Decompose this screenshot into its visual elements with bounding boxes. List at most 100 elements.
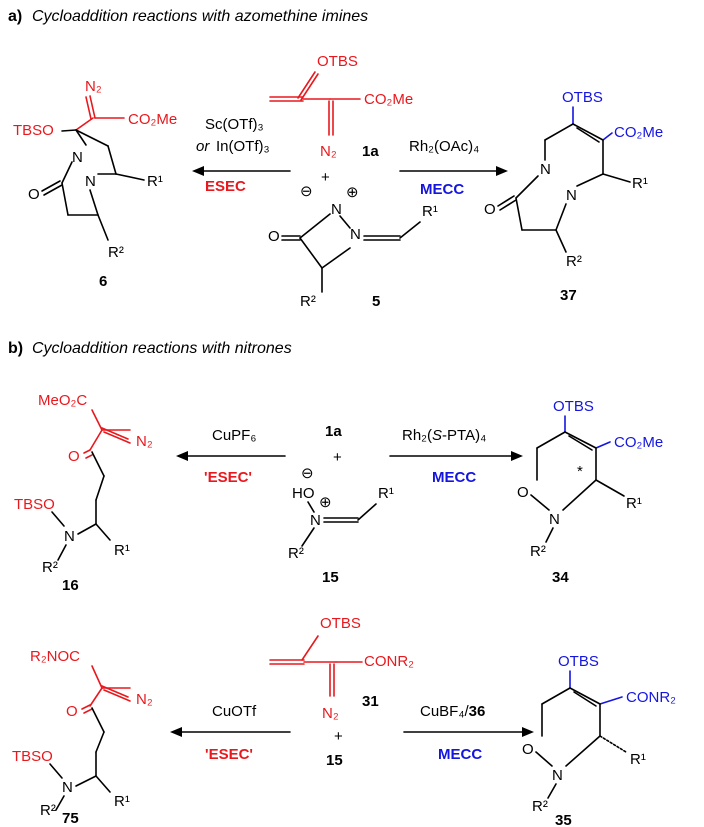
- arrow-esec-a: Sc(OTf)₃ or In(OTf)₃ ESEC: [192, 116, 291, 195]
- product-6-ester: CO₂Me: [128, 111, 177, 128]
- mecc-a-tag: MECC: [420, 181, 464, 198]
- esec-a-or: or: [196, 138, 210, 155]
- product-75-amide: R₂NOC: [30, 648, 80, 665]
- product-16-label: 16: [62, 577, 79, 594]
- row1-nitrone-plus: ⊕: [319, 494, 332, 511]
- dipole-o: O: [268, 228, 280, 245]
- product-16-tbso: TBSO: [14, 496, 55, 513]
- section-a-title: Cycloaddition reactions with azomethine …: [32, 8, 368, 25]
- product-6-r1: R¹: [147, 173, 163, 190]
- mecc-a-catalyst: Rh₂(OAc)₄: [409, 138, 479, 155]
- product-34-ester: CO₂Me: [614, 434, 663, 451]
- mecc-b1-tag: MECC: [432, 469, 476, 486]
- esec-b1-catalyst: CuPF₆: [212, 427, 256, 444]
- arrow-mecc-a: Rh₂(OAc)₄ MECC: [399, 138, 508, 198]
- section-a-header: a) Cycloaddition reactions with azomethi…: [8, 8, 368, 25]
- product-16-n: N: [64, 528, 75, 545]
- row1-nitrone-n: N: [310, 512, 321, 529]
- esec-a-catalyst-1: Sc(OTf)₃: [205, 116, 264, 133]
- product-35-amide: CONR₂: [626, 689, 676, 706]
- reagent-31-label: 31: [362, 693, 379, 710]
- reagent-1a-otbs: OTBS: [317, 53, 358, 70]
- dipole-r2: R²: [300, 293, 316, 310]
- product-34-n: N: [549, 511, 560, 528]
- product-37-ester: CO₂Me: [614, 124, 663, 141]
- product-6-label: 6: [99, 273, 107, 290]
- product-16-n2: N₂: [136, 433, 153, 450]
- row1-reactants: 1a + ⊖ HO ⊕ N R¹ R² 15: [288, 423, 394, 586]
- product-6-n1: N: [72, 149, 83, 166]
- product-34-r2: R²: [530, 543, 546, 560]
- product-75-tbso: TBSO: [12, 748, 53, 765]
- product-37: OTBS CO₂Me R¹ N N O R² 37: [484, 89, 663, 304]
- row1-nitrone-ho: HO: [292, 485, 315, 502]
- product-75: R₂NOC N₂ O TBSO N R¹ R² 75: [12, 648, 153, 827]
- product-6-tbso: TBSO: [13, 122, 54, 139]
- product-35-otbs: OTBS: [558, 653, 599, 670]
- row1-nitrone-r2: R²: [288, 545, 304, 562]
- arrow-mecc-b2: CuBF₄/36 MECC: [403, 703, 534, 763]
- reagent-1a: OTBS CO₂Me N₂ 1a: [269, 53, 413, 160]
- product-37-n2atom: N: [566, 187, 577, 204]
- dipole-r1: R¹: [422, 203, 438, 220]
- product-75-o: O: [66, 703, 78, 720]
- mecc-b2-tag: MECC: [438, 746, 482, 763]
- product-37-o: O: [484, 201, 496, 218]
- row1-nitrone-minus: ⊖: [301, 465, 314, 482]
- product-75-n: N: [62, 779, 73, 796]
- product-37-r2: R²: [566, 253, 582, 270]
- product-75-r1: R¹: [114, 793, 130, 810]
- reagent-31-n2: N₂: [322, 705, 339, 722]
- reagent-1a-ester: CO₂Me: [364, 91, 413, 108]
- reagent-31-otbs: OTBS: [320, 615, 361, 632]
- product-16-o: O: [68, 448, 80, 465]
- product-34-otbs: OTBS: [553, 398, 594, 415]
- product-6-n2atom: N: [85, 173, 96, 190]
- section-b-letter: b): [8, 340, 23, 357]
- plus-charge: ⊕: [346, 184, 359, 201]
- dipole-label: 5: [372, 293, 380, 310]
- section-b-title: Cycloaddition reactions with nitrones: [32, 340, 292, 357]
- row1-reagent-label: 1a: [325, 423, 342, 440]
- product-37-r1: R¹: [632, 175, 648, 192]
- product-35-r2: R²: [532, 798, 548, 815]
- product-34-r1: R¹: [626, 495, 642, 512]
- product-6-o: O: [28, 186, 40, 203]
- esec-b2-catalyst: CuOTf: [212, 703, 257, 720]
- mecc-b1-catalyst: Rh₂(S-PTA)₄: [402, 427, 486, 444]
- product-75-n2: N₂: [136, 691, 153, 708]
- product-37-otbs: OTBS: [562, 89, 603, 106]
- product-16-r2: R²: [42, 559, 58, 576]
- reagent-31-amide: CONR₂: [364, 653, 414, 670]
- product-34-o: O: [517, 484, 529, 501]
- dipole-5: + ⊖ N ⊕ N O R¹ R² 5: [268, 169, 438, 310]
- dipole-n-minus: N: [331, 201, 342, 218]
- arrow-esec-b2: CuOTf 'ESEC': [170, 703, 291, 763]
- arrow-mecc-b1: Rh₂(S-PTA)₄ MECC: [389, 427, 523, 486]
- product-6-n2: N₂: [85, 78, 102, 95]
- arrow-esec-b1: CuPF₆ 'ESEC': [176, 427, 286, 486]
- product-34-label: 34: [552, 569, 569, 586]
- product-37-label: 37: [560, 287, 577, 304]
- product-35-o: O: [522, 741, 534, 758]
- product-6-r2: R²: [108, 244, 124, 261]
- row2-plus-sign: +: [334, 728, 343, 745]
- product-34: OTBS CO₂Me * O N R¹ R² 34: [517, 398, 663, 586]
- row2-reactants: OTBS CONR₂ N₂ 31 + 15: [269, 615, 414, 769]
- product-35-r1: R¹: [630, 751, 646, 768]
- section-a-letter: a): [8, 8, 22, 25]
- product-35-label: 35: [555, 812, 572, 827]
- plus-sign: +: [321, 169, 330, 186]
- esec-b1-tag: 'ESEC': [204, 469, 252, 486]
- reagent-1a-label: 1a: [362, 143, 379, 160]
- minus-charge: ⊖: [300, 183, 313, 200]
- product-34-star: *: [577, 463, 583, 480]
- row2-nitrone-label: 15: [326, 752, 343, 769]
- product-75-label: 75: [62, 810, 79, 827]
- product-37-n1: N: [540, 161, 551, 178]
- product-6: N₂ CO₂Me TBSO R¹ N N O R² 6: [13, 78, 177, 290]
- product-16-r1: R¹: [114, 542, 130, 559]
- row1-nitrone-r1: R¹: [378, 485, 394, 502]
- section-b-header: b) Cycloaddition reactions with nitrones: [8, 340, 292, 357]
